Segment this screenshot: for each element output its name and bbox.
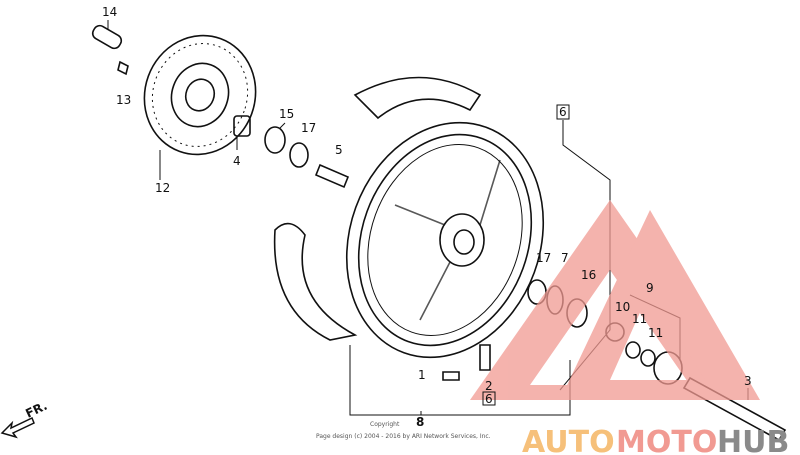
weight-1: [442, 371, 460, 381]
label-6: 6: [559, 105, 567, 119]
tire-left: [273, 222, 358, 341]
label-10: 10: [615, 300, 630, 314]
watermark-text-3: HUB: [717, 425, 789, 455]
label-9: 9: [646, 281, 654, 295]
label-14: 14: [102, 5, 117, 19]
wheel-rim: [345, 121, 545, 359]
seal-11a: [625, 341, 641, 359]
valve-2: [479, 344, 491, 371]
label-5: 5: [335, 143, 343, 157]
direction-label: FR.: [23, 399, 49, 421]
watermark-logo: [470, 200, 760, 400]
label-3: 3: [744, 374, 752, 388]
bolt-14: [91, 24, 123, 50]
label-17: 17: [301, 121, 316, 135]
front-direction-arrow: FR.: [0, 399, 49, 439]
tire-top: [353, 76, 482, 120]
seal-11b: [640, 349, 656, 367]
label-8: 8: [416, 415, 424, 429]
bolt-5: [314, 163, 350, 189]
label-15: 15: [279, 107, 294, 121]
part-labels: 14 13 12 4 15 17 5 6 17 7 16 10 9 11 11 …: [102, 5, 752, 429]
bearing-15: [264, 126, 286, 154]
collar-4: [233, 115, 251, 137]
label-12: 12: [155, 181, 170, 195]
copyright-line-2: Page design (c) 2004 - 2016 by ARI Netwo…: [316, 433, 491, 440]
watermark-text-1: AUTO: [522, 425, 615, 455]
label-13: 13: [116, 93, 131, 107]
label-7: 7: [561, 251, 569, 265]
label-11a: 11: [632, 312, 647, 326]
label-16: 16: [581, 268, 596, 282]
label-2: 2: [485, 379, 493, 393]
label-4: 4: [233, 154, 241, 168]
watermark-text-2: MOTO: [616, 425, 717, 455]
label-1: 1: [418, 368, 426, 382]
seal-17: [289, 142, 309, 168]
brake-disc: [143, 34, 257, 156]
screw-13: [117, 60, 129, 76]
label-17b: 17: [536, 251, 551, 265]
label-6b: 6: [485, 392, 493, 406]
label-11b: 11: [648, 326, 663, 340]
copyright-line-1: Copyright: [370, 421, 400, 428]
